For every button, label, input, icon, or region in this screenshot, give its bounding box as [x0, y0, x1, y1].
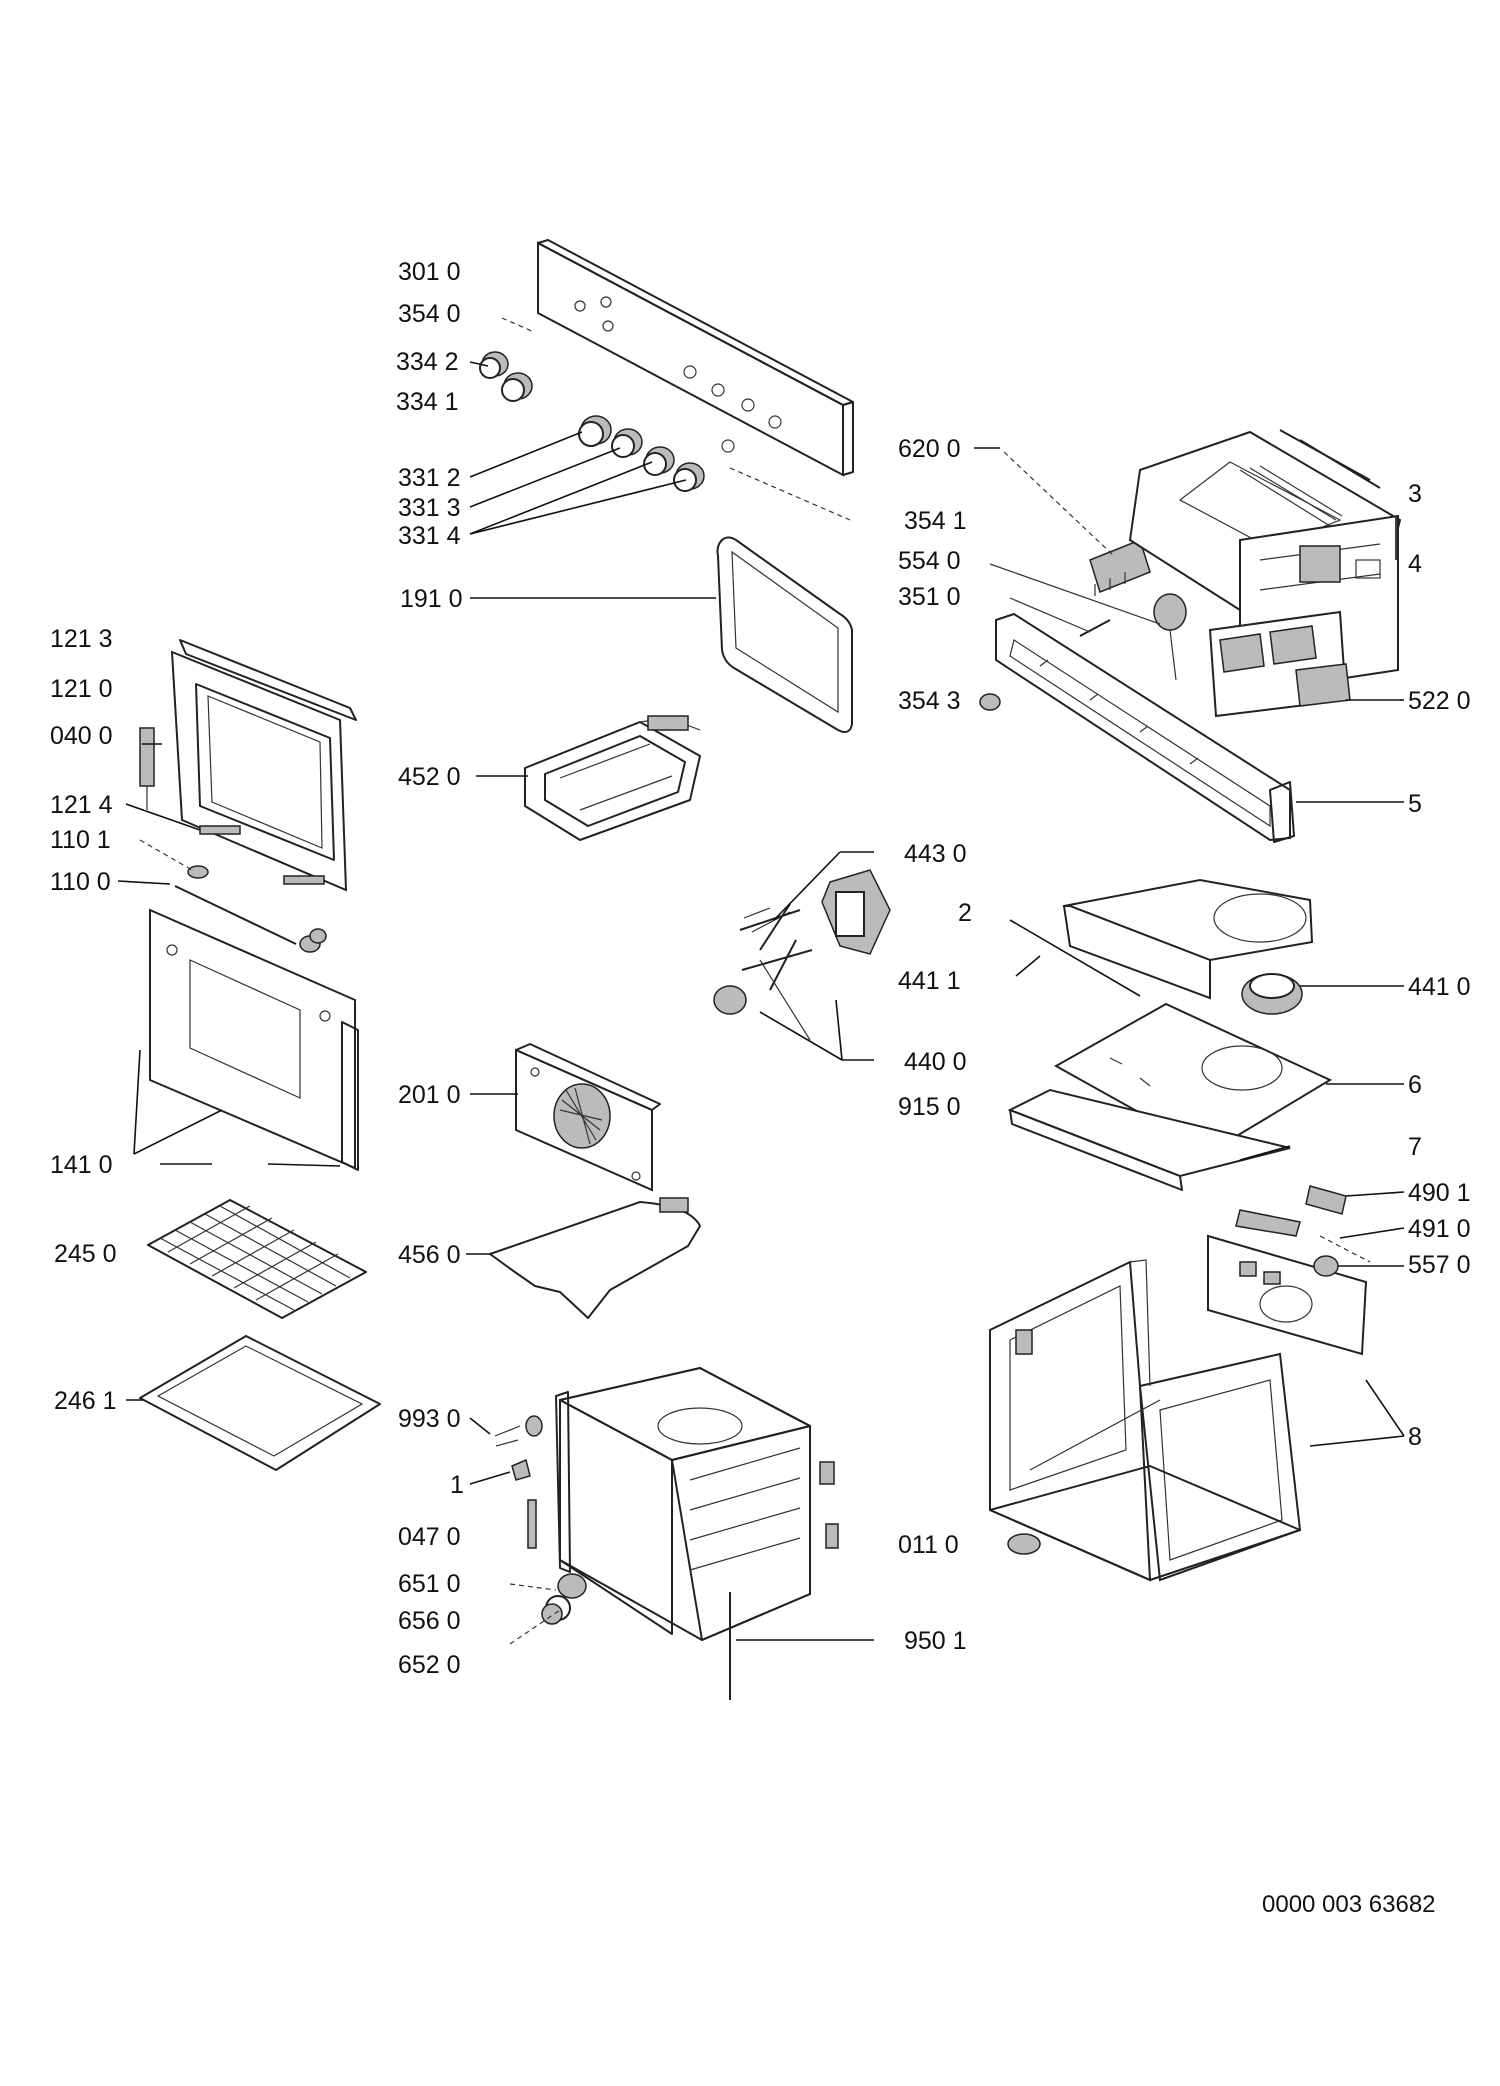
label-993-0: 993 0: [398, 1405, 461, 1433]
duct-cover-part: [1062, 878, 1314, 1015]
label-191-0: 191 0: [400, 585, 463, 613]
part-labels: 301 0 354 0 334 2 334 1 331 2 331 3 331 …: [50, 258, 1471, 1679]
label-452-0: 452 0: [398, 763, 461, 791]
label-121-3: 121 3: [50, 625, 113, 653]
leader-lines: [117, 317, 1405, 1645]
oven-door-part: [149, 885, 359, 1171]
label-7: 7: [1408, 1133, 1422, 1161]
control-panel-part: [537, 239, 854, 477]
fan-cover-part: [515, 1043, 661, 1192]
outer-casing-part: [989, 1259, 1302, 1582]
label-620-0: 620 0: [898, 435, 961, 463]
wire-shelf-part: [147, 1199, 367, 1319]
label-201-0: 201 0: [398, 1081, 461, 1109]
label-141-0: 141 0: [50, 1151, 113, 1179]
label-121-0: 121 0: [50, 675, 113, 703]
circular-heating-element-part: [489, 1197, 701, 1319]
label-047-0: 047 0: [398, 1523, 461, 1551]
label-440-0: 440 0: [904, 1048, 967, 1076]
label-331-4: 331 4: [398, 522, 461, 550]
label-354-3: 354 3: [898, 687, 961, 715]
label-950-1: 950 1: [904, 1627, 967, 1655]
label-121-4: 121 4: [50, 791, 113, 819]
label-1: 1: [450, 1471, 464, 1499]
label-011-0: 011 0: [898, 1531, 959, 1559]
label-656-0: 656 0: [398, 1607, 461, 1635]
label-456-0: 456 0: [398, 1241, 461, 1269]
label-354-1: 354 1: [904, 507, 967, 535]
label-110-1: 110 1: [50, 826, 111, 854]
label-354-0: 354 0: [398, 300, 461, 328]
label-490-1: 490 1: [1408, 1179, 1471, 1207]
label-246-1: 246 1: [54, 1387, 117, 1415]
label-443-0: 443 0: [904, 840, 967, 868]
rear-panel-part: [1207, 1185, 1368, 1356]
deflector-plate-part: [1007, 1088, 1291, 1191]
label-441-1: 441 1: [898, 967, 961, 995]
label-915-0: 915 0: [898, 1093, 961, 1121]
label-4: 4: [1408, 550, 1422, 578]
label-245-0: 245 0: [54, 1240, 117, 1268]
door-inner-frame-part: [139, 639, 357, 892]
label-110-0: 110 0: [50, 868, 111, 896]
front-frame-bar-part: [995, 612, 1295, 843]
label-491-0: 491 0: [1408, 1215, 1471, 1243]
label-557-0: 557 0: [1408, 1251, 1471, 1279]
label-651-0: 651 0: [398, 1570, 461, 1598]
knob-parts: [479, 351, 705, 492]
document-number: 0000 003 63682: [1262, 1891, 1436, 1918]
label-652-0: 652 0: [398, 1651, 461, 1679]
label-554-0: 554 0: [898, 547, 961, 575]
label-522-0: 522 0: [1408, 687, 1471, 715]
door-gasket-part: [716, 536, 853, 733]
label-3: 3: [1408, 480, 1422, 508]
relay-block-part: [1208, 610, 1351, 718]
label-8: 8: [1408, 1423, 1422, 1451]
lamp-and-screw-parts: [494, 1415, 587, 1625]
label-441-0: 441 0: [1408, 973, 1471, 1001]
label-334-1: 334 1: [396, 388, 459, 416]
label-040-0: 040 0: [50, 722, 113, 750]
label-351-0: 351 0: [898, 583, 961, 611]
label-334-2: 334 2: [396, 348, 459, 376]
control-electronics-part: [979, 539, 1187, 711]
baking-tray-part: [139, 1335, 381, 1471]
label-5: 5: [1408, 790, 1422, 818]
label-2: 2: [958, 899, 972, 927]
label-331-2: 331 2: [398, 464, 461, 492]
oven-cavity-part: [555, 1366, 839, 1642]
label-331-3: 331 3: [398, 494, 461, 522]
label-6: 6: [1408, 1071, 1422, 1099]
top-heating-element-part: [524, 715, 701, 841]
fan-motor-part: [713, 869, 891, 1041]
label-301-0: 301 0: [398, 258, 461, 286]
